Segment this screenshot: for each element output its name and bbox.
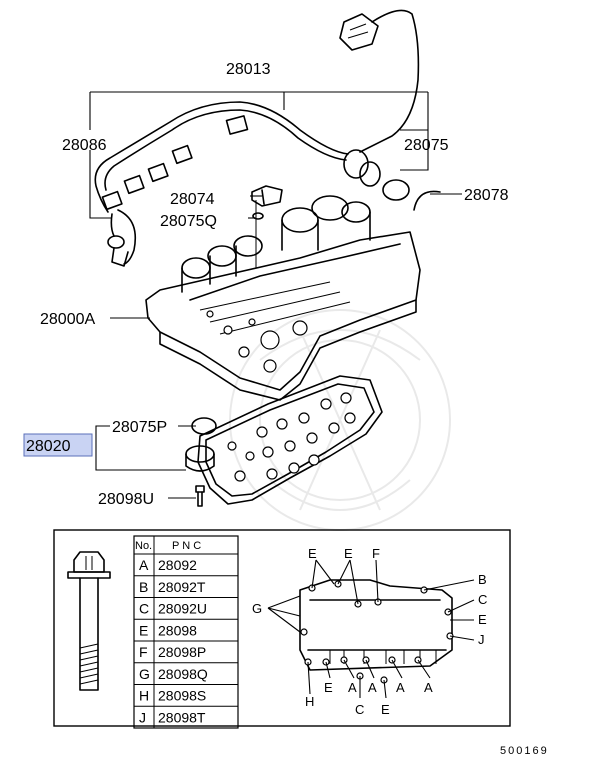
table-row-no: F [139,644,148,660]
bolt-location-map [267,559,475,699]
map-label-e2: E [344,546,353,561]
bolt-map-labels: E E F G B C E J E A A A A H C E [252,546,487,717]
map-label-h: H [305,694,314,709]
callout-28020[interactable]: 28020 [26,438,71,455]
callout-28086[interactable]: 28086 [62,137,107,154]
map-label-j: J [478,632,485,647]
callout-labels: 28013 28086 28075 28074 28075Q 28078 280… [26,61,509,508]
wire-harness[interactable] [94,9,420,267]
map-label-e4: E [324,680,333,695]
table-row-no: J [139,709,146,725]
table-header-pnc: P N C [172,540,201,552]
bolt-illustration [67,551,111,691]
figure-code: 500169 [500,745,549,757]
callout-28000a[interactable]: 28000A [40,311,95,328]
table-row-pnc[interactable]: 28092 [158,557,197,573]
callout-28074[interactable]: 28074 [170,191,215,208]
table-row-no: C [139,601,149,617]
map-label-e1: E [308,546,317,561]
table-header-no: No. [135,540,152,552]
bolt-table-panel [53,529,511,727]
callout-28078[interactable]: 28078 [464,187,509,204]
table-row-no: A [139,557,149,573]
map-label-e5: E [381,702,390,717]
callout-28013[interactable]: 28013 [226,61,271,78]
map-label-a1: A [348,680,357,695]
table-row-pnc[interactable]: 28098T [158,709,206,725]
callout-28075[interactable]: 28075 [404,137,449,154]
map-label-g: G [252,601,262,616]
table-row-no: B [139,579,148,595]
map-label-a3: A [396,680,405,695]
table-row-pnc[interactable]: 28098P [158,644,206,660]
table-row-pnc[interactable]: 28092U [158,601,207,617]
valve-body[interactable] [145,195,421,401]
map-label-a4: A [424,680,433,695]
table-row-no: H [139,688,149,704]
table-row-pnc[interactable]: 28098Q [158,666,208,682]
oil-pan[interactable] [185,375,383,505]
map-label-a2: A [368,680,377,695]
table-row-pnc[interactable]: 28098S [158,688,206,704]
leader-lines [89,91,462,499]
table-row-no: E [139,622,148,638]
map-label-c1: C [478,592,487,607]
map-label-b: B [478,572,487,587]
table-row-pnc[interactable]: 28092T [158,579,206,595]
o-ring-28075q[interactable] [252,212,264,220]
o-ring-28075[interactable] [382,179,410,201]
table-row-pnc[interactable]: 28098 [158,622,197,638]
map-label-e3: E [478,612,487,627]
map-label-f: F [372,546,380,561]
callout-28075p[interactable]: 28075P [112,419,167,436]
snap-ring-28078[interactable] [413,190,441,211]
callout-28075q[interactable]: 28075Q [160,213,217,230]
table-row-no: G [139,666,150,682]
callout-28098u[interactable]: 28098U [98,491,154,508]
map-label-c2: C [355,702,364,717]
bolt-28098u[interactable] [195,485,205,507]
clip-28074[interactable] [251,185,283,207]
callout-28020-highlight [23,433,93,457]
